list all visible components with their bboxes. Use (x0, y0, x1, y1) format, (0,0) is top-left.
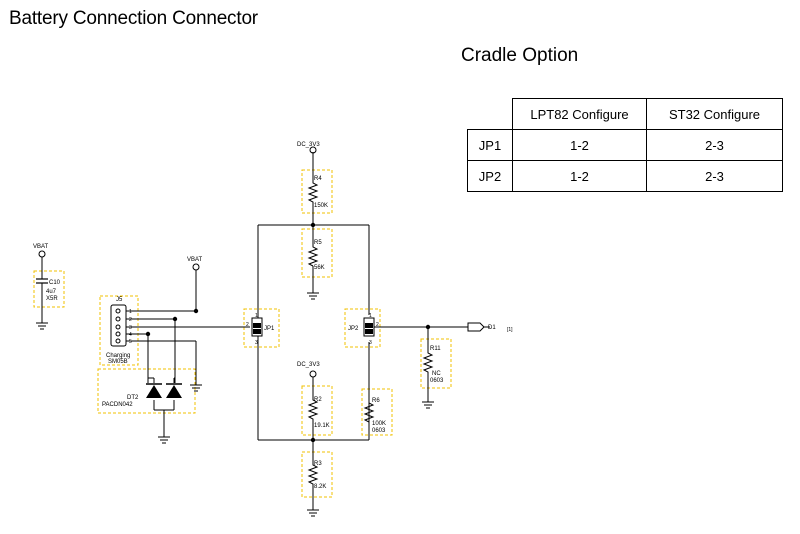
junction-dots (145, 222, 431, 443)
r6-resistor-icon (363, 400, 375, 430)
r5-highlight (301, 228, 333, 278)
ground-icon (36, 322, 48, 330)
r6-value: 100K (372, 421, 386, 427)
power-dc3v3-mid: DC_3V3 (297, 362, 320, 378)
resistor-icons (307, 172, 434, 488)
cradle-option-table: LPT82 Configure ST32 Configure JP1 1-2 2… (467, 98, 783, 192)
table-row: JP2 1-2 2-3 (467, 160, 783, 192)
r2-resistor-icon (307, 397, 319, 425)
r3-value: 8.2K (314, 484, 326, 490)
power-label: DC_3V3 (297, 142, 320, 148)
j5-connector-icon (110, 304, 127, 347)
jp1-pin: 1 (255, 313, 258, 319)
table-cell: 2-3 (646, 129, 783, 161)
table-cell: 1-2 (512, 129, 647, 161)
page-title: Battery Connection Connector (9, 8, 258, 29)
r5-ref: R5 (314, 240, 322, 246)
c10-dielectric: X5R (46, 296, 58, 302)
r11-resistor-icon (422, 350, 434, 380)
table-title: Cradle Option (461, 45, 579, 66)
r11-value: NC (432, 371, 441, 377)
dt2-part: PACDN042 (102, 402, 133, 408)
r6-package: 0603 (372, 428, 386, 434)
j5-pin: 5 (129, 339, 132, 345)
power-label: DC_3V3 (297, 362, 320, 368)
c10-ref: C10 (49, 280, 61, 286)
table-cell: 1-2 (512, 160, 647, 192)
j5-desc: Charging (106, 353, 130, 359)
r4-highlight (301, 169, 333, 214)
j5-highlight (99, 295, 139, 366)
power-vbat-mid: VBAT (187, 257, 203, 271)
component-highlights (33, 169, 452, 498)
jp2-ref: JP2 (348, 326, 359, 332)
r2-highlight (301, 385, 333, 436)
capacitor-icon (36, 278, 48, 284)
tvs-diode-icon (146, 383, 182, 398)
r3-ref: R3 (314, 461, 322, 467)
ground-icon (422, 401, 434, 409)
dt2-ref: DT2 (127, 395, 139, 401)
r3-highlight (301, 451, 333, 498)
r2-value: 19.1K (314, 423, 330, 429)
offpage-connector-icon (467, 322, 490, 332)
j5-pin: 2 (129, 317, 132, 323)
c10-value: 4u7 (46, 289, 57, 295)
jp2-pin: 2 (376, 322, 379, 328)
j5-part: SM05B (108, 359, 128, 365)
r4-resistor-icon (307, 180, 319, 204)
jp1-highlight (243, 308, 280, 348)
table-header-cell (467, 98, 513, 130)
jp1-pin: 2 (246, 322, 249, 328)
table-row: JP1 1-2 2-3 (467, 129, 783, 161)
j5-pin: 3 (129, 325, 132, 331)
jp2-pin: 1 (369, 313, 372, 319)
r4-value: 150K (314, 203, 328, 209)
r5-resistor-icon (307, 244, 319, 267)
c10-highlight (33, 270, 65, 308)
table-cell: JP2 (467, 160, 513, 192)
r2-ref: R2 (314, 397, 322, 403)
r5-value: 56K (314, 265, 325, 271)
jp2-pin: 3 (369, 340, 372, 346)
output-net: D1 (488, 325, 496, 331)
ground-icon (307, 292, 319, 300)
j5-ref: J5 (116, 297, 123, 303)
j5-pin: 1 (129, 309, 132, 315)
r6-ref: R6 (372, 398, 380, 404)
power-label: VBAT (33, 244, 49, 250)
table-cell: 2-3 (646, 160, 783, 192)
table-header-cell: LPT82 Configure (512, 98, 647, 130)
r4-ref: R4 (314, 176, 322, 182)
power-dc3v3-top: DC_3V3 (297, 142, 320, 154)
j5-pin: 4 (129, 332, 132, 338)
jp1-ref: JP1 (264, 326, 275, 332)
output-sheet-ref: [1] (507, 327, 513, 333)
ground-icon (158, 436, 170, 444)
ground-symbols (36, 292, 434, 517)
r6-highlight (361, 388, 393, 436)
r3-resistor-icon (307, 462, 319, 488)
ground-icon (307, 509, 319, 517)
r11-ref: R11 (430, 346, 441, 352)
jp1-jumper-icon (251, 315, 263, 342)
r11-highlight (420, 338, 452, 389)
table-cell: JP1 (467, 129, 513, 161)
r11-package: 0603 (430, 378, 444, 384)
jp1-pin: 3 (255, 340, 258, 346)
ground-icon (190, 384, 202, 392)
power-vbat-left: VBAT (33, 244, 49, 258)
jp2-highlight (344, 308, 381, 348)
power-label: VBAT (187, 257, 203, 263)
dt2-highlight (97, 368, 196, 414)
jp2-jumper-icon (363, 317, 377, 337)
